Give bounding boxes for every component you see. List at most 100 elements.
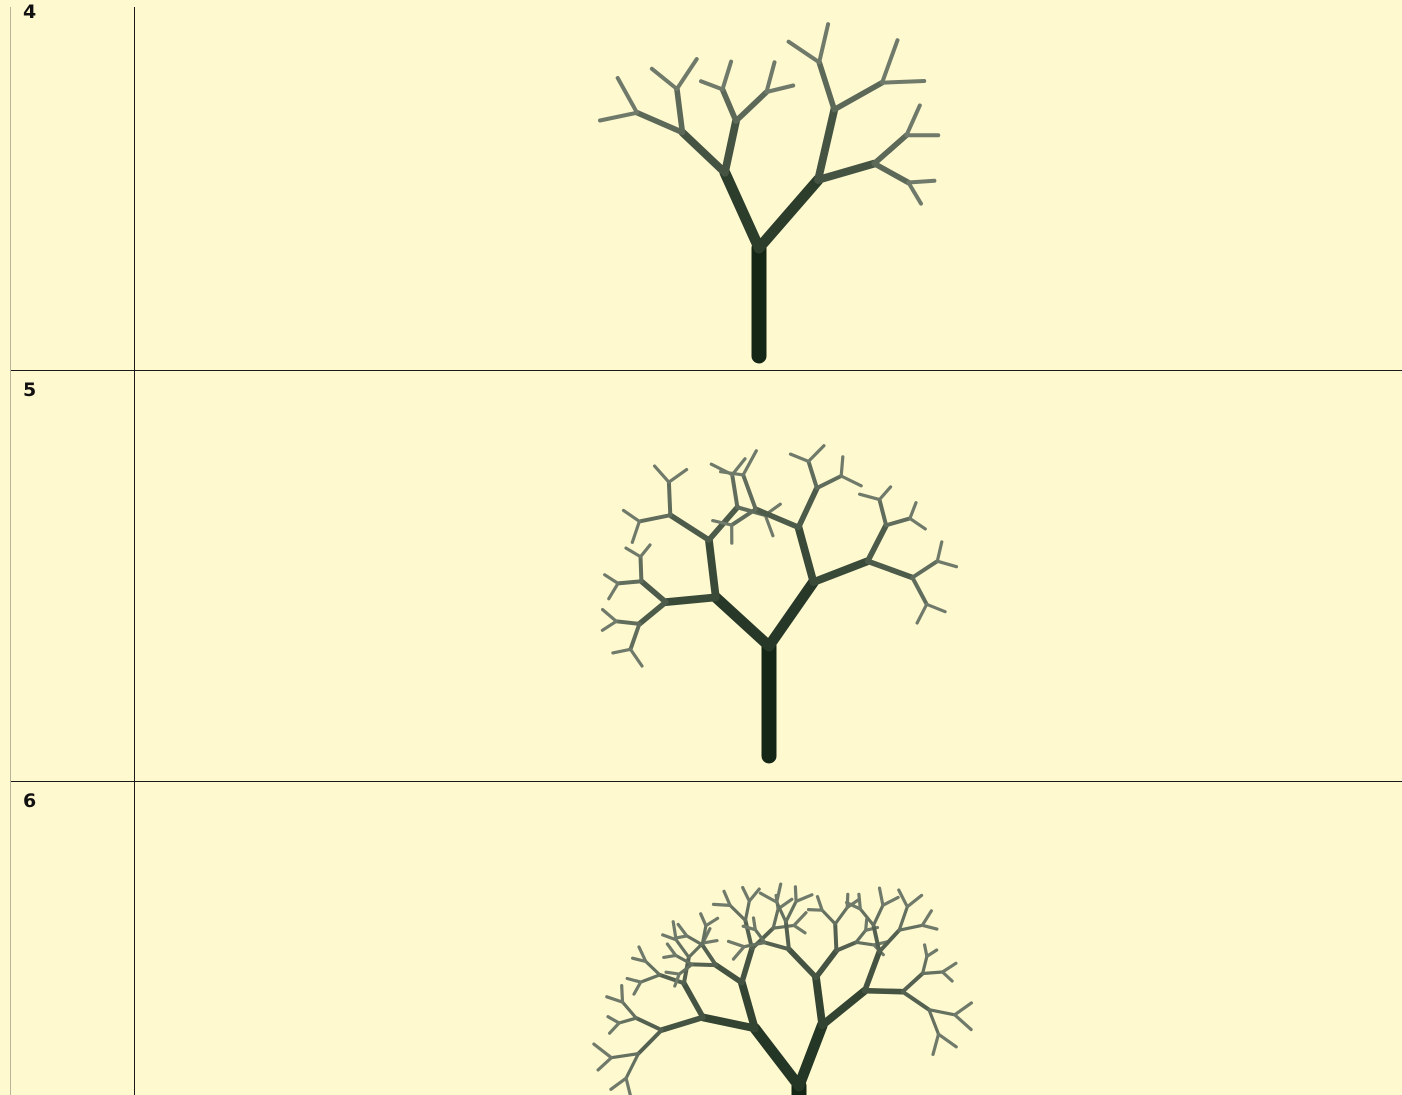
tree-branch [729, 941, 745, 946]
tree-branch [742, 949, 752, 983]
tree-branch [602, 621, 616, 630]
tree-branch [943, 972, 953, 981]
tree-branch [641, 581, 665, 602]
tree-branch [868, 525, 886, 561]
tree-branch [759, 180, 818, 248]
tree-branch [636, 1018, 661, 1030]
tree-branch [646, 962, 660, 975]
tree-branch [819, 62, 834, 109]
tree-branch [732, 475, 737, 508]
tree-branch [608, 1017, 619, 1023]
tree-branch [765, 943, 789, 950]
tree-branch [655, 466, 669, 482]
tree-branch [818, 164, 874, 180]
tree-branch [799, 488, 817, 527]
tree-branch [716, 965, 742, 982]
tree-branch [702, 945, 716, 965]
tree-branch [841, 476, 861, 486]
tree-branch [822, 991, 865, 1025]
tree-branch [882, 81, 924, 83]
tree-branch [874, 925, 880, 951]
tree-branch [627, 979, 641, 983]
tree-branch [639, 515, 670, 521]
tree-branch [809, 446, 824, 462]
tree-branch [955, 1003, 972, 1015]
tree-branch [834, 83, 882, 110]
tree-branch [767, 62, 775, 92]
tree-branch [631, 649, 643, 666]
tree-branch [721, 472, 744, 475]
tree-branch [899, 925, 922, 930]
tree-branch [818, 897, 823, 911]
tree-branch [730, 905, 745, 920]
tree-branch [836, 942, 856, 950]
tree-branch [610, 1023, 620, 1033]
tree-branch [923, 972, 943, 974]
tree-branch [749, 889, 759, 901]
tree-branch [598, 1058, 611, 1070]
tree-branch [789, 949, 816, 977]
table-row: 4 [11, 7, 1402, 370]
tree-branch [874, 905, 883, 925]
tree-branch [773, 925, 794, 928]
tree-branch [880, 487, 891, 500]
tree-branch [789, 42, 820, 63]
tree-branch [754, 918, 756, 930]
tree-branch [725, 121, 736, 173]
tree-branch [609, 583, 618, 598]
fractal-tree-depth-6 [135, 782, 1402, 1095]
tree-branch [816, 977, 822, 1025]
tree-branch [917, 604, 927, 623]
depth-label: 4 [23, 1, 36, 23]
tree-branch [912, 561, 937, 577]
tree-branch [908, 183, 921, 204]
depth-label: 5 [23, 379, 36, 401]
tree-branch [955, 1015, 971, 1030]
table-row: 5 [11, 370, 1402, 781]
tree-branch [899, 907, 907, 930]
tree-branch [777, 884, 781, 902]
tree-branch [600, 113, 637, 121]
tree-branch [744, 943, 765, 947]
tree-branch [743, 888, 750, 902]
tree-branch [903, 992, 929, 1010]
tree-branch [922, 925, 937, 929]
tree-branch [639, 602, 665, 624]
tree-branch [817, 476, 841, 488]
tree-branch [755, 1028, 799, 1086]
tree-branch [907, 895, 921, 906]
tree-branch [669, 482, 670, 515]
tree-branch [860, 494, 880, 499]
tree-branch [616, 621, 639, 624]
tree-cell [135, 371, 1402, 781]
tree-depth-table: 4 5 6 [10, 7, 1402, 1095]
tree-branch [624, 510, 640, 521]
tree-branch [623, 1002, 637, 1018]
tree-branch [879, 930, 899, 952]
tree-branch [835, 924, 836, 951]
tree-branch [929, 1010, 955, 1015]
tree-branch [701, 914, 706, 926]
tree-branch [899, 890, 908, 907]
tree-branch [927, 604, 945, 611]
depth-label-cell: 6 [11, 782, 135, 1095]
tree-branch [910, 503, 916, 519]
tree-branch [874, 164, 908, 183]
tree-branch [626, 548, 641, 557]
tree-branch [922, 911, 931, 926]
tree-branch [631, 624, 640, 649]
tree-branch [662, 1017, 703, 1030]
tree-branch [638, 1030, 661, 1054]
tree-branch [660, 975, 684, 983]
fractal-tree-depth-4 [135, 7, 1402, 370]
tree-branch [874, 135, 906, 163]
tree-branch [880, 888, 883, 905]
tree-branch [835, 908, 847, 924]
tree-branch [795, 887, 796, 902]
tree-branch [652, 69, 677, 89]
tree-branch [622, 986, 623, 1003]
tree-branch [637, 113, 682, 133]
tree-branch [865, 991, 903, 992]
depth-label-cell: 5 [11, 371, 135, 781]
